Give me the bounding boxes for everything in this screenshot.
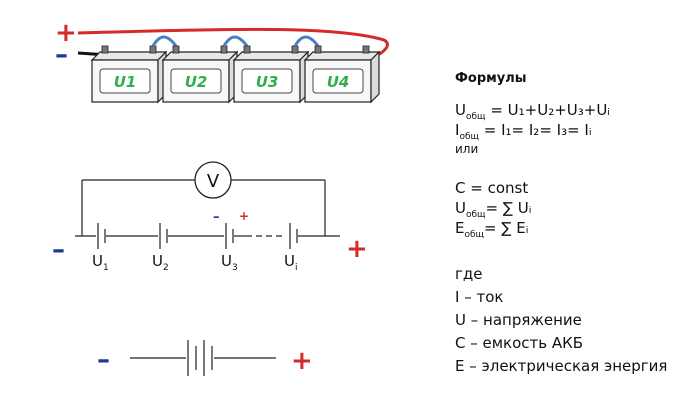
- symbol-minus-sign: –: [97, 345, 110, 375]
- battery-2: U2: [161, 45, 239, 104]
- legend-item: C – емкость АКБ: [455, 334, 584, 352]
- battery-label: U3: [256, 73, 279, 91]
- legend-item: E – электрическая энергия: [455, 357, 668, 375]
- battery-label: U2: [185, 73, 208, 91]
- battery-jumper: [151, 35, 178, 47]
- battery-terminal: [172, 45, 180, 54]
- battery-4: U4: [303, 45, 381, 104]
- cell-plus-mark: +: [239, 209, 249, 223]
- battery-side: [370, 50, 380, 104]
- formula-e-sum: Eобщ= ∑ Eᵢ: [455, 219, 529, 240]
- circuit-minus-sign: –: [52, 235, 65, 265]
- formula-or: или: [455, 142, 479, 156]
- battery-label: U1: [114, 73, 137, 91]
- battery-1: U1: [90, 45, 168, 104]
- battery-label-panel: [241, 68, 293, 94]
- cell-label-u3: U3: [221, 252, 238, 273]
- battery-terminal: [220, 45, 228, 54]
- series-circuit: [75, 179, 340, 249]
- battery-jumper: [222, 35, 249, 47]
- battery-symbol: [130, 340, 276, 376]
- battery-terminal: [291, 45, 299, 54]
- battery-3: U3: [232, 45, 310, 104]
- formula-i-total: Iобщ = I₁= I₂= I₃= Iᵢ: [455, 121, 592, 142]
- battery-jumper: [293, 35, 320, 47]
- formula-u-total: Uобщ = U₁+U₂+U₃+Uᵢ: [455, 101, 610, 122]
- cell-label-u1: U1: [92, 252, 109, 273]
- cell-label-ui: Ui: [284, 252, 298, 273]
- battery-terminal: [101, 45, 109, 54]
- cell-minus-mark: –: [213, 210, 220, 225]
- where-label: где: [455, 265, 483, 283]
- formulas-title: Формулы: [455, 71, 527, 86]
- battery-terminal: [149, 45, 157, 54]
- formulas-panel: Формулы Uобщ = U₁+U₂+U₃+Uᵢ Iобщ = I₁= I₂…: [455, 72, 687, 382]
- voltmeter-circle: [194, 161, 232, 199]
- legend-item: U – напряжение: [455, 311, 582, 329]
- battery-terminal: [314, 45, 322, 54]
- battery-terminal: [243, 45, 251, 54]
- legend-item: I – ток: [455, 288, 504, 306]
- circuit-plus-sign: +: [346, 234, 368, 264]
- battery-label-panel: [312, 68, 364, 94]
- positive-cable: [77, 27, 389, 64]
- symbol-plus-sign: +: [291, 346, 313, 376]
- top-plus-sign: +: [55, 18, 77, 48]
- cell-label-u2: U2: [152, 252, 169, 273]
- voltmeter-label: V: [207, 171, 220, 192]
- battery-bank: U1 U2 U3 U4: [90, 35, 381, 104]
- battery-label-panel: [170, 68, 222, 94]
- formula-u-sum: Uобщ= ∑ Uᵢ: [455, 199, 532, 220]
- top-minus-sign: –: [55, 40, 68, 70]
- battery-label: U4: [327, 73, 350, 91]
- battery-terminal: [362, 45, 370, 54]
- battery-label-panel: [99, 68, 151, 94]
- formula-c-const: C = const: [455, 179, 529, 197]
